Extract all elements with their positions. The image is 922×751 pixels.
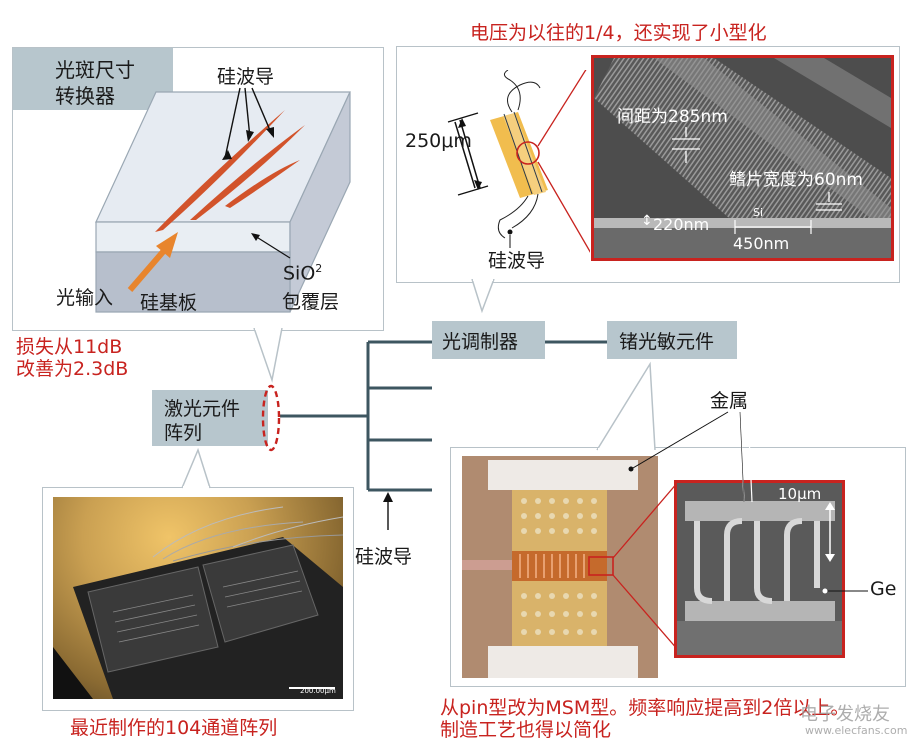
light-input-label: 光输入 bbox=[56, 287, 114, 309]
ge-label: Ge bbox=[870, 578, 897, 600]
ge-detector-block[interactable]: 锗光敏元件 bbox=[607, 321, 737, 359]
loss-note-line1: 损失从11dB bbox=[16, 336, 123, 358]
loss-note-line2: 改善为2.3dB bbox=[16, 358, 129, 380]
ge-detector-connectors bbox=[612, 481, 679, 651]
modulator-schematic bbox=[447, 70, 590, 253]
metal-pointers bbox=[628, 411, 753, 503]
ge-detector-photo-drawing bbox=[462, 456, 658, 678]
fin-width-label: 鳍片宽度为60nm bbox=[729, 170, 863, 190]
bus-waveguide-label: 硅波导 bbox=[355, 546, 413, 568]
laser-array-block[interactable]: 激光元件 阵列 bbox=[152, 390, 268, 446]
array-photo bbox=[53, 497, 343, 699]
metal-label: 金属 bbox=[710, 390, 749, 412]
laser-array-line1: 激光元件 bbox=[164, 398, 241, 420]
ge-detector-sem-image bbox=[674, 480, 845, 658]
sem-height-arrow: ↕ bbox=[641, 213, 653, 229]
ge-label-pointer bbox=[822, 588, 868, 594]
watermark-text: 电子发烧友 bbox=[800, 704, 890, 725]
cladding-label: SiO2 bbox=[283, 262, 322, 284]
sem-width-marker bbox=[734, 220, 812, 234]
ge-detector-caption-line1: 从pin型改为MSM型。频率响应提高到2倍以上。 bbox=[440, 697, 850, 719]
modulator-heading: 电压为以往的1/4，还实现了小型化 bbox=[470, 22, 767, 44]
bus-lines bbox=[280, 340, 607, 530]
spot-converter-title: 光斑尺寸 转换器 bbox=[13, 48, 173, 110]
modulator-block-label: 光调制器 bbox=[442, 331, 519, 353]
modulator-block[interactable]: 光调制器 bbox=[432, 321, 545, 359]
spacing-marker bbox=[672, 127, 700, 163]
modulator-pointer bbox=[471, 279, 495, 314]
spot-converter-title-line2: 转换器 bbox=[55, 84, 115, 108]
modulator-length-label: 250μm bbox=[405, 130, 472, 152]
substrate-label: 硅基板 bbox=[140, 292, 198, 314]
cladding-label-line2: 包覆层 bbox=[282, 291, 340, 313]
spot-converter-3d-block bbox=[95, 87, 351, 313]
laser-array-line2: 阵列 bbox=[164, 422, 203, 444]
sem-width-label: 450nm bbox=[733, 234, 790, 253]
ge-detector-pointer bbox=[596, 361, 656, 452]
array-photo-caption: 最近制作的104通道阵列 bbox=[70, 717, 278, 739]
spot-converter-pointer bbox=[253, 328, 283, 383]
modulator-sem-image bbox=[591, 55, 894, 261]
array-photo-pointer bbox=[181, 448, 211, 490]
modulator-waveguide-label: 硅波导 bbox=[488, 250, 546, 272]
modulator-sem-texture bbox=[594, 58, 891, 258]
ge-detector-block-label: 锗光敏元件 bbox=[619, 331, 715, 353]
fin-width-marker bbox=[816, 192, 842, 211]
ge-sem-scale-arrow bbox=[825, 502, 835, 562]
ge-detector-caption-line2: 制造工艺也得以简化 bbox=[440, 719, 612, 741]
sem-si-label: Si bbox=[753, 206, 764, 219]
array-photo-drawing bbox=[53, 506, 343, 699]
spacing-label: 间距为285nm bbox=[617, 107, 728, 127]
sem-height-label: 220nm bbox=[653, 215, 710, 234]
spot-converter-title-line1: 光斑尺寸 bbox=[55, 58, 135, 82]
cladding-label-sup: 2 bbox=[315, 262, 323, 275]
spot-converter-waveguide-label: 硅波导 bbox=[217, 66, 275, 88]
ge-detector-photo bbox=[462, 456, 658, 678]
ge-detector-sem-drawing bbox=[677, 483, 842, 655]
ge-sem-scale-label: 10μm bbox=[778, 485, 822, 503]
array-photo-scale: 200.00μm bbox=[300, 687, 336, 695]
laser-array-highlight bbox=[261, 384, 281, 452]
watermark-site: www.elecfans.com bbox=[805, 724, 908, 737]
cladding-label-main: SiO bbox=[283, 262, 316, 285]
